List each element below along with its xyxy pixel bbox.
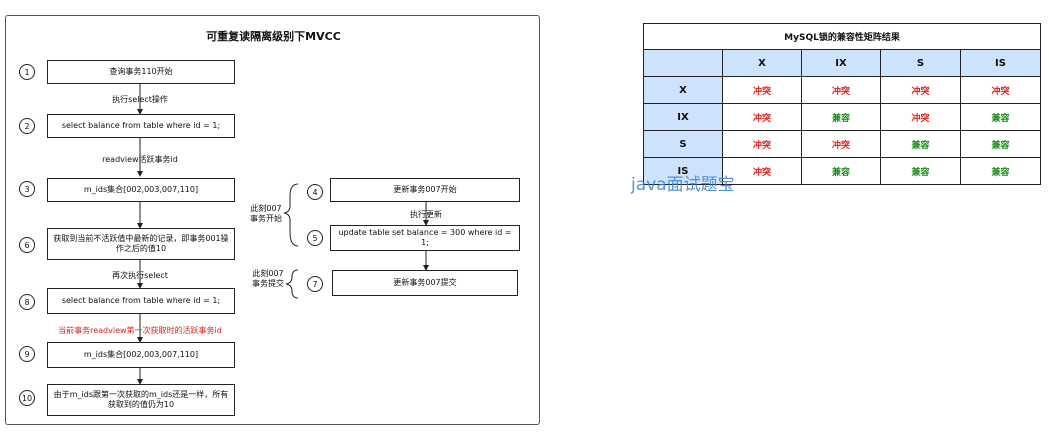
edge-label-update: 执行更新 (410, 210, 442, 219)
step-number-2: 2 (19, 118, 35, 134)
row-header-s: S (643, 130, 723, 158)
note-txn-start: 此刻007 事务开始 (250, 204, 282, 223)
matrix-row-s: S 冲突 冲突 兼容 兼容 (643, 130, 1041, 158)
col-header-s: S (880, 49, 961, 77)
matrix-cell: 冲突 (960, 76, 1041, 104)
matrix-cell: 兼容 (960, 103, 1041, 131)
step-box-6: 获取到当前不活跃值中最新的记录，即事务001操作之后的值10 (47, 228, 235, 260)
step-number-9: 9 (19, 346, 35, 362)
step-number-1: 1 (19, 64, 35, 80)
matrix-cell: 兼容 (880, 130, 961, 158)
edge-label-readview: readview活跃事务id (102, 155, 178, 164)
matrix-row-ix: IX 冲突 兼容 冲突 兼容 (643, 103, 1041, 131)
step-number-5: 5 (307, 230, 323, 246)
step-box-10: 由于m_ids跟第一次获取的m_ids还是一样，所有获取到的值仍为10 (47, 384, 235, 416)
matrix-cell: 冲突 (880, 76, 961, 104)
matrix-row-is: IS 冲突 兼容 兼容 兼容 (643, 157, 1041, 185)
row-header-is: IS (643, 157, 723, 185)
lock-compatibility-matrix: MySQL锁的兼容性矩阵结果 X IX S IS X 冲突 冲突 冲突 冲突 I… (643, 23, 1041, 185)
step-number-10: 10 (19, 390, 35, 406)
matrix-cell: 兼容 (801, 103, 881, 131)
col-header-x: X (722, 49, 802, 77)
step-box-4: 更新事务007开始 (330, 178, 520, 202)
matrix-row-x: X 冲突 冲突 冲突 冲突 (643, 76, 1041, 104)
step-box-9: m_ids集合[002,003,007,110] (47, 342, 235, 368)
step-number-7: 7 (307, 276, 323, 292)
row-header-ix: IX (643, 103, 723, 131)
row-header-x: X (643, 76, 723, 104)
diagram-title: 可重复读隔离级别下MVCC (206, 30, 341, 43)
step-box-8: select balance from table where id = 1; (47, 288, 235, 314)
edge-label-first-readview: 当前事务readview第一次获取时的活跃事务id (58, 326, 222, 335)
step-box-2: select balance from table where id = 1; (47, 114, 235, 138)
brace-start (283, 183, 299, 247)
matrix-cell: 兼容 (960, 157, 1041, 185)
edge-label-reselect: 再次执行select (112, 271, 168, 280)
step-number-8: 8 (19, 294, 35, 310)
brace-commit (285, 269, 299, 299)
matrix-cell: 兼容 (880, 157, 961, 185)
step-number-3: 3 (19, 181, 35, 197)
step-number-6: 6 (19, 237, 35, 253)
step-box-3: m_ids集合[002,003,007,110] (47, 178, 235, 202)
step-box-7: 更新事务007提交 (332, 270, 518, 296)
step-box-1: 查询事务110开始 (47, 60, 235, 84)
matrix-title: MySQL锁的兼容性矩阵结果 (643, 23, 1041, 50)
matrix-cell: 冲突 (722, 157, 802, 185)
matrix-cell: 冲突 (722, 130, 802, 158)
matrix-cell: 兼容 (801, 157, 881, 185)
step-box-5: update table set balance = 300 where id … (330, 225, 520, 251)
matrix-cell: 冲突 (801, 130, 881, 158)
matrix-corner (643, 49, 723, 77)
step-number-4: 4 (307, 184, 323, 200)
matrix-cell: 冲突 (880, 103, 961, 131)
matrix-cell: 兼容 (960, 130, 1041, 158)
matrix-cell: 冲突 (722, 103, 802, 131)
note-txn-commit: 此刻007 事务提交 (252, 269, 284, 288)
col-header-is: IS (960, 49, 1041, 77)
matrix-cell: 冲突 (722, 76, 802, 104)
watermark-text: java面试题宝 (631, 175, 735, 195)
matrix-cell: 冲突 (801, 76, 881, 104)
col-header-ix: IX (801, 49, 881, 77)
edge-label-select: 执行select操作 (112, 95, 168, 104)
